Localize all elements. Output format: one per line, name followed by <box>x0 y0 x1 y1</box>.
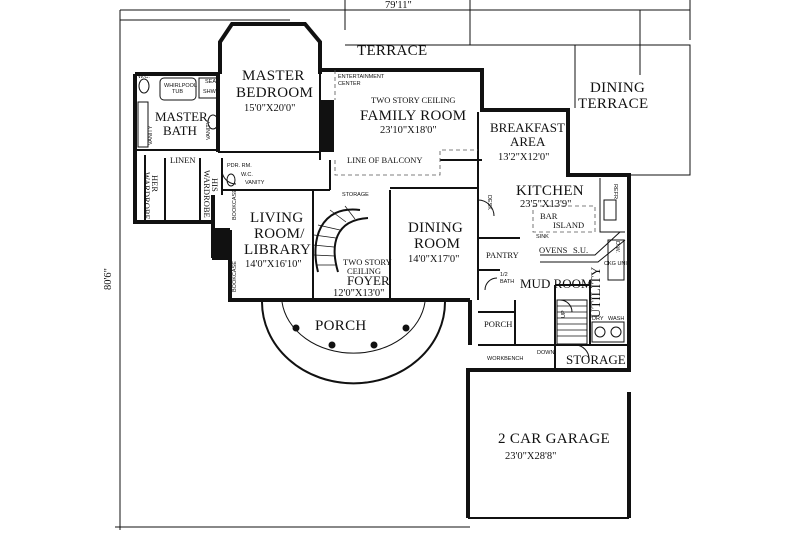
ckg-unit-label: CKG UNIT <box>604 261 631 267</box>
dining-room-dim: 14'0"X17'0" <box>408 254 459 265</box>
living-label-2: ROOM/ <box>254 226 305 242</box>
storage-small-label: STORAGE <box>342 192 369 198</box>
dimension-lines <box>115 0 691 530</box>
overall-width-label: 79'11" <box>385 0 412 11</box>
line-of-balcony-label: LINE OF BALCONY <box>347 155 423 165</box>
foyer-two-story-1: TWO STORY <box>343 257 392 267</box>
foyer-label: FOYER <box>347 273 390 288</box>
porch-label: PORCH <box>315 318 367 334</box>
up-label: UP <box>561 310 567 318</box>
dining-room-label-1: DINING <box>408 220 463 236</box>
pantry-label: PANTRY <box>486 250 519 260</box>
breakfast-dim: 13'2"X12'0" <box>498 152 549 163</box>
ovens-label: OVENS <box>539 245 568 255</box>
vanity-label-left: VANITY <box>148 125 154 145</box>
mud-room-label: MUD ROOM <box>520 276 593 291</box>
master-bedroom-dim: 15'0"X20'0" <box>244 103 295 114</box>
utility-label: UTILITY <box>588 266 603 318</box>
door-swings <box>221 169 590 360</box>
exterior-walls <box>133 22 631 519</box>
bath-fixtures <box>137 77 236 187</box>
terrace-label: TERRACE <box>357 43 427 59</box>
wash-label: WASH <box>608 316 624 322</box>
living-label-3: LIBRARY <box>244 242 311 258</box>
dining-terrace-label-1: DINING <box>590 80 645 96</box>
wc-label-pdr: W.C. <box>241 172 253 178</box>
whirlpool-label-2: TUB <box>172 89 183 95</box>
breakfast-label-1: BREAKFAST <box>490 120 565 135</box>
dashed-lines <box>334 70 596 233</box>
foyer-dim: 12'0"X13'0" <box>333 288 384 299</box>
dw-label: D.W. <box>614 241 620 253</box>
his-wardrobe-label-1: HIS <box>210 178 220 192</box>
living-label-1: LIVING <box>250 210 303 226</box>
vanity-label-pdr: VANITY <box>245 180 265 186</box>
kitchen-label: KITCHEN <box>516 183 584 199</box>
shower-label: SHWR <box>203 89 220 95</box>
foyer-two-story-2: CEILING <box>347 266 381 276</box>
bookcase-label-top: BOOKCASE <box>232 189 238 220</box>
storage-label: STORAGE <box>566 352 626 367</box>
dining-terrace-label-2: TERRACE <box>578 96 648 112</box>
her-wardrobe-label-1: HER <box>150 175 160 192</box>
porch-small-label: PORCH <box>484 319 512 329</box>
sink-label: SINK <box>536 234 549 240</box>
entertainment-label-1: ENTERTAINMENT <box>338 74 385 80</box>
master-bath-label-2: BATH <box>163 123 197 138</box>
rear-stairs <box>556 299 588 345</box>
refr-label: REFR. <box>612 184 618 201</box>
master-bath-label-1: MASTER <box>155 109 208 124</box>
desk-label: DESK <box>486 195 492 210</box>
down-label: DOWN <box>537 350 554 356</box>
her-wardrobe-label-2: WARDROBE <box>142 172 152 220</box>
entertainment-label-2: CENTER <box>338 81 361 87</box>
family-two-story-label: TWO STORY CEILING <box>371 95 456 105</box>
porch-arc <box>261 301 446 385</box>
main-staircase <box>312 205 369 273</box>
kitchen-counters <box>540 178 626 343</box>
kitchen-dim: 23'5"X13'9" <box>520 199 571 210</box>
breakfast-label-2: AREA <box>510 134 546 149</box>
linen-label: LINEN <box>170 155 196 165</box>
master-bedroom-label-2: BEDROOM <box>236 85 313 101</box>
whirlpool-label-1: WHIRLPOOL <box>164 83 197 89</box>
dining-room-label-2: ROOM <box>414 236 460 252</box>
dry-label: DRY <box>592 316 604 322</box>
pdr-rm-label: PDR. RM. <box>227 163 252 169</box>
wc-label-bath: W.C. <box>138 74 150 80</box>
fireplaces <box>212 100 334 260</box>
workbench-label: WORKBENCH <box>487 356 523 362</box>
terraces <box>345 0 691 176</box>
seat-label: SEAT <box>205 79 220 85</box>
garage-label: 2 CAR GARAGE <box>498 431 610 447</box>
family-room-dim: 23'10"X18'0" <box>380 125 437 136</box>
island-label: ISLAND <box>553 220 584 230</box>
master-bedroom-label-1: MASTER <box>242 68 305 84</box>
his-wardrobe-label-2: WARDROBE <box>202 170 212 218</box>
bookcase-label-bottom: BOOKCASE <box>232 261 238 292</box>
su-label: S.U. <box>573 245 588 255</box>
bar-label: BAR <box>540 211 558 221</box>
half-bath-label-2: BATH <box>500 279 514 285</box>
garage-dim: 23'0"X28'8" <box>505 451 556 462</box>
family-room-label: FAMILY ROOM <box>360 108 466 124</box>
overall-depth-label: 80'6" <box>103 268 114 290</box>
living-dim: 14'0"X16'10" <box>245 259 302 270</box>
vanity-label-right: VANITY <box>206 120 212 140</box>
half-bath-label-1: 1/2 <box>500 272 508 278</box>
